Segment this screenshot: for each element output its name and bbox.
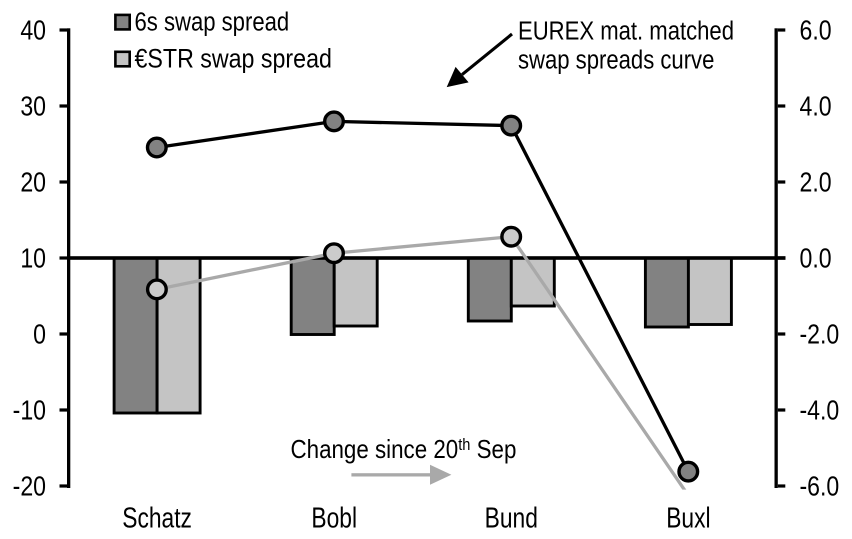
- svg-text:20: 20: [20, 168, 46, 198]
- svg-text:€STR swap spread: €STR swap spread: [135, 44, 332, 74]
- svg-text:Buxl: Buxl: [666, 503, 710, 534]
- svg-text:Schatz: Schatz: [122, 503, 192, 534]
- svg-text:6s swap spread: 6s swap spread: [135, 8, 290, 37]
- svg-text:10: 10: [20, 244, 46, 274]
- svg-text:40: 40: [20, 16, 46, 46]
- svg-text:0.0: 0.0: [800, 244, 832, 274]
- svg-text:6.0: 6.0: [800, 16, 832, 46]
- svg-text:EUREX mat. matched: EUREX mat. matched: [518, 17, 734, 46]
- svg-text:-6.0: -6.0: [800, 472, 840, 502]
- svg-text:-2.0: -2.0: [800, 320, 840, 350]
- svg-text:0: 0: [33, 320, 46, 350]
- svg-text:-10: -10: [13, 396, 46, 426]
- svg-text:-20: -20: [13, 472, 46, 502]
- svg-text:Bobl: Bobl: [311, 503, 357, 534]
- svg-text:Change since 20th Sep: Change since 20th Sep: [291, 435, 517, 464]
- svg-text:Bund: Bund: [485, 503, 538, 534]
- svg-text:swap spreads curve: swap spreads curve: [518, 46, 714, 75]
- svg-text:30: 30: [20, 92, 46, 122]
- svg-text:2.0: 2.0: [800, 168, 832, 198]
- svg-text:-4.0: -4.0: [800, 396, 840, 426]
- svg-text:4.0: 4.0: [800, 92, 832, 122]
